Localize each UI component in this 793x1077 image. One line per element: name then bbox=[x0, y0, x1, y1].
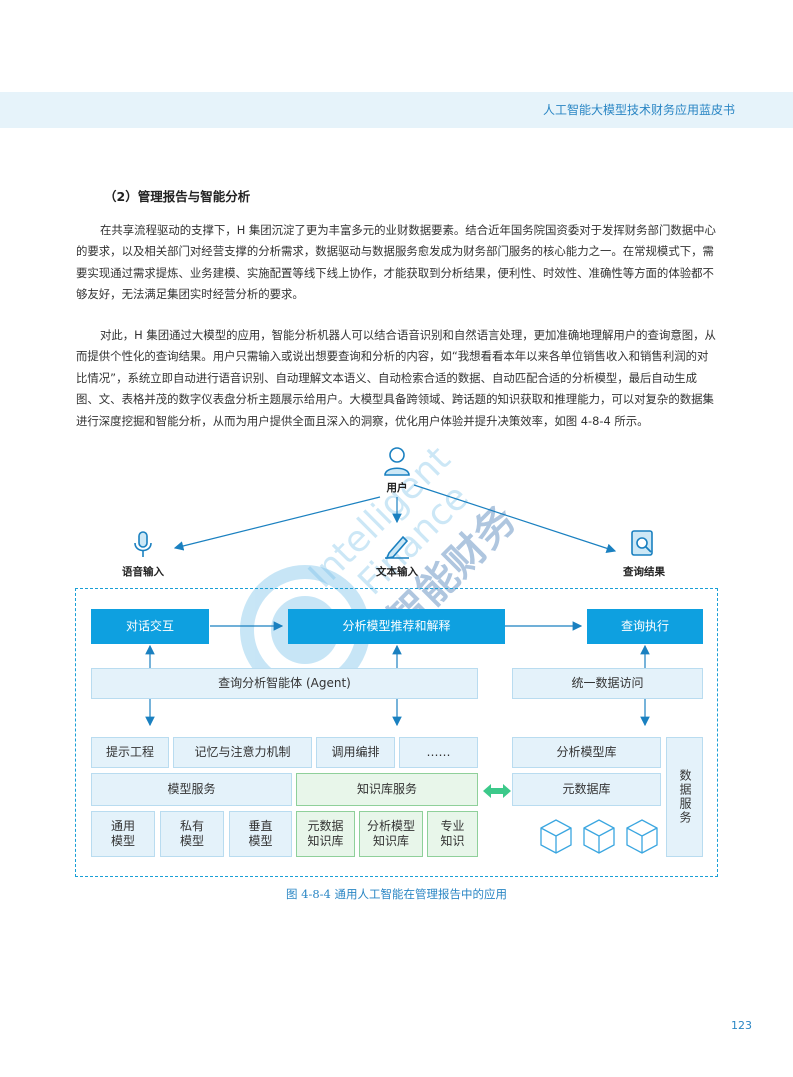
memory-attention-box: 记忆与注意力机制 bbox=[173, 737, 312, 768]
system-boundary bbox=[75, 588, 718, 877]
running-header-title: 人工智能大模型技术财务应用蓝皮书 bbox=[542, 103, 735, 117]
prompt-engineering-box: 提示工程 bbox=[91, 737, 169, 768]
vertical-model-box: 垂直 模型 bbox=[229, 811, 292, 857]
data-service-box: 数据服务 bbox=[666, 737, 703, 857]
section-title: （2）管理报告与智能分析 bbox=[104, 189, 251, 204]
text-input-label: 文本输入 bbox=[376, 566, 418, 578]
voice-input-label: 语音输入 bbox=[122, 566, 164, 578]
knowledge-base-service-box: 知识库服务 bbox=[296, 773, 478, 806]
general-model-box: 通用 模型 bbox=[91, 811, 155, 857]
unified-data-access-box: 统一数据访问 bbox=[512, 668, 703, 699]
dialog-interaction-box: 对话交互 bbox=[91, 609, 209, 644]
model-service-box: 模型服务 bbox=[91, 773, 292, 806]
orchestration-box: 调用编排 bbox=[316, 737, 395, 768]
paragraph-1: 在共享流程驱动的支撑下，H 集团沉淀了更为丰富多元的业财数据要素。结合近年国务院… bbox=[76, 223, 716, 302]
private-model-box: 私有 模型 bbox=[160, 811, 224, 857]
metadata-kb-box: 元数据 知识库 bbox=[296, 811, 355, 857]
analysis-model-kb-box: 分析模型 知识库 bbox=[359, 811, 423, 857]
analysis-model-library-box: 分析模型库 bbox=[512, 737, 661, 768]
ellipsis-box: …… bbox=[399, 737, 478, 768]
paragraph-2: 对此，H 集团通过大模型的应用，智能分析机器人可以结合语音识别和自然语言处理，更… bbox=[76, 328, 716, 428]
user-label: 用户 bbox=[386, 482, 408, 494]
page-number: 123 bbox=[731, 1019, 752, 1032]
microphone-icon bbox=[134, 531, 152, 557]
search-document-icon bbox=[631, 530, 653, 556]
architecture-diagram: 用户 语音输入 文本输入 查询结果 对话交互 分析模型推荐和解释 查询执行 查询… bbox=[0, 445, 793, 905]
query-result-label: 查询结果 bbox=[623, 566, 665, 578]
metadata-library-box: 元数据库 bbox=[512, 773, 661, 806]
pen-icon bbox=[385, 535, 409, 559]
expert-knowledge-box: 专业 知识 bbox=[427, 811, 478, 857]
figure-caption: 图 4-8-4 通用人工智能在管理报告中的应用 bbox=[285, 887, 508, 901]
user-icon bbox=[384, 447, 410, 476]
model-recommend-box: 分析模型推荐和解释 bbox=[288, 609, 505, 644]
diagram-arrows bbox=[145, 484, 658, 854]
agent-box: 查询分析智能体 (Agent) bbox=[91, 668, 478, 699]
header-band bbox=[0, 92, 793, 128]
query-execution-box: 查询执行 bbox=[587, 609, 703, 644]
